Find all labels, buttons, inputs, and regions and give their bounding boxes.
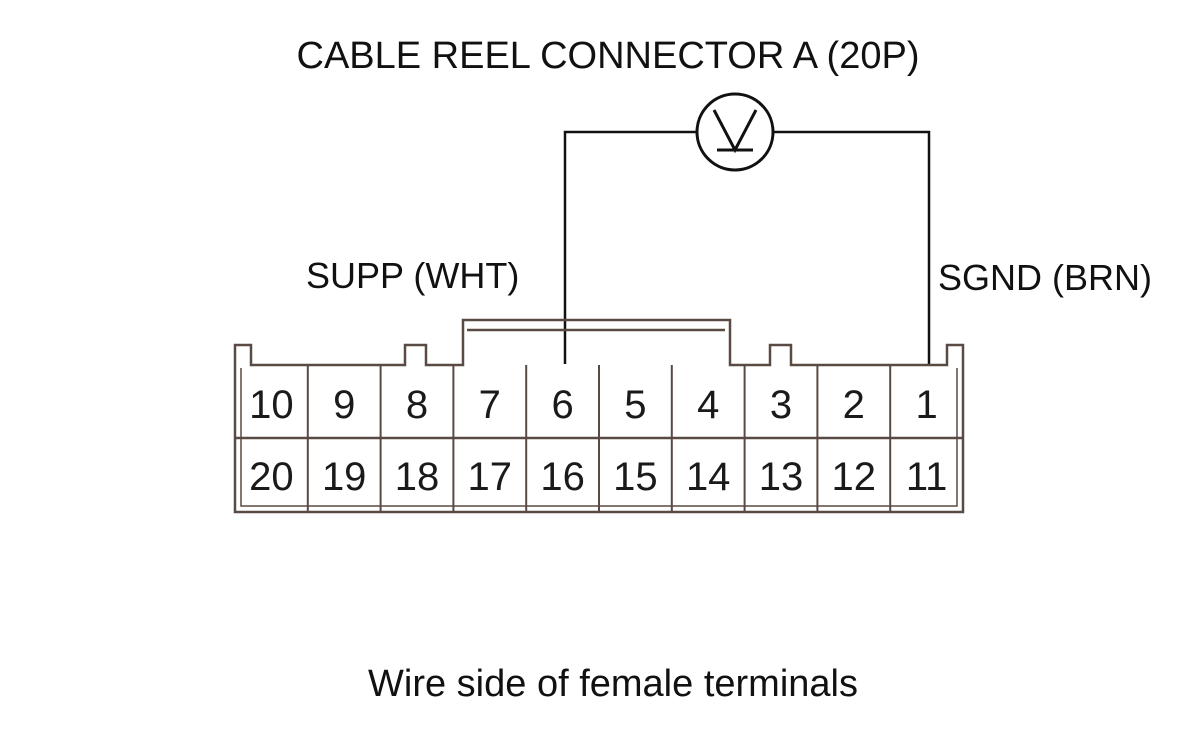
pin-number: 14 (686, 455, 731, 499)
pin-number: 12 (832, 455, 877, 499)
pin-number: 9 (333, 383, 355, 427)
pin-number: 7 (479, 383, 501, 427)
pin-number: 16 (540, 455, 585, 499)
voltmeter-icon (695, 92, 775, 172)
pin-number: 3 (770, 383, 792, 427)
test-leads (563, 130, 931, 364)
pin-number: 5 (624, 383, 646, 427)
pin-number: 6 (551, 383, 573, 427)
pin-number: 18 (395, 455, 440, 499)
pin-number: 15 (613, 455, 658, 499)
sgnd-wire-label: SGND (BRN) (938, 257, 1152, 298)
pin-number: 20 (249, 455, 294, 499)
pin-number: 11 (906, 455, 948, 499)
pin-number: 10 (249, 383, 294, 427)
supp-wire-label: SUPP (WHT) (306, 255, 519, 296)
pin-number: 8 (406, 383, 428, 427)
pin-number: 17 (468, 455, 513, 499)
pins-top-row: 10 9 8 7 6 5 4 3 2 1 (249, 383, 938, 427)
supp-lead (563, 130, 697, 364)
sgnd-lead (773, 130, 931, 364)
pin-number: 2 (843, 383, 865, 427)
diagram-caption: Wire side of female terminals (368, 663, 858, 705)
pins-bottom-row: 20 19 18 17 16 15 14 13 12 11 (249, 455, 947, 499)
pin-number: 1 (915, 383, 937, 427)
diagram-title: CABLE REEL CONNECTOR A (20P) (297, 35, 920, 77)
pin-cell-dividers (306, 365, 892, 512)
pin-number: 4 (697, 383, 719, 427)
pin-number: 13 (759, 455, 804, 499)
pin-number: 19 (322, 455, 367, 499)
